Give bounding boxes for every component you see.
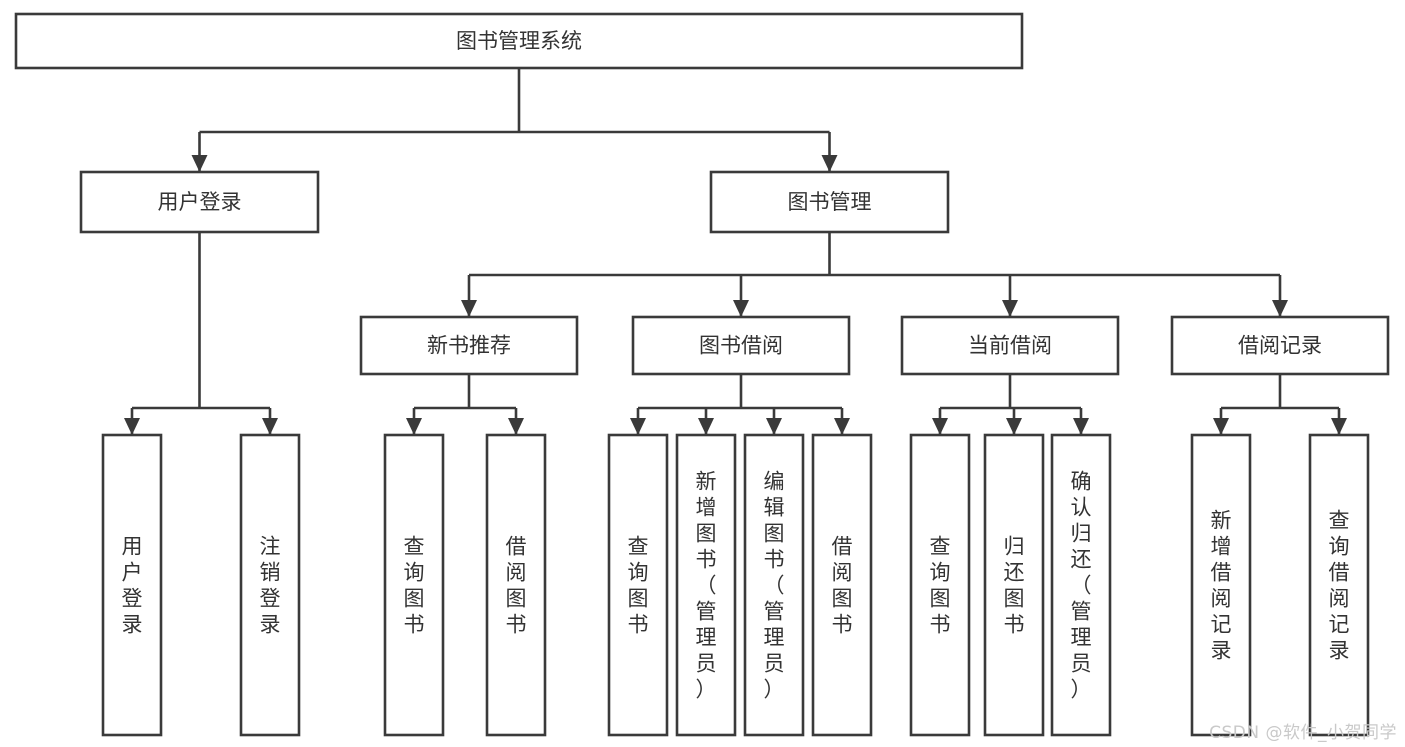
connector-group (124, 232, 278, 435)
level3-node-3-label: 借阅记录 (1238, 334, 1322, 358)
connector-arrow-icon (1073, 418, 1089, 435)
level3-node-2-box[interactable] (900, 315, 1120, 376)
leaf-node-4[interactable]: 查询图书 (607, 433, 669, 737)
leaf-node-5[interactable]: 新增图书（管理员） (675, 433, 737, 737)
leaf-node-11[interactable]: 新增借阅记录 (1190, 433, 1252, 737)
connector-arrow-icon (630, 418, 646, 435)
connector-arrow-icon (191, 155, 208, 172)
connector-group (461, 232, 1288, 317)
leaf-node-5-box[interactable] (675, 433, 737, 737)
level2-node-1-box[interactable] (709, 170, 950, 234)
level3-node-3-box[interactable] (1170, 315, 1390, 376)
connector-arrow-icon (262, 418, 278, 435)
leaf-node-9-label: 归还图书 (1004, 534, 1025, 636)
leaf-node-3-box[interactable] (485, 433, 547, 737)
connector-arrow-icon (733, 300, 749, 317)
root-node[interactable]: 图书管理系统 (14, 12, 1024, 70)
leaf-node-2-label: 查询图书 (404, 534, 425, 636)
connector-arrow-icon (461, 300, 477, 317)
level2-node-1[interactable]: 图书管理 (709, 170, 950, 234)
leaf-node-3-label: 借阅图书 (506, 534, 527, 636)
level3-node-1-label: 图书借阅 (699, 334, 783, 358)
connector-arrow-icon (698, 418, 714, 435)
leaf-node-7[interactable]: 借阅图书 (811, 433, 873, 737)
leaf-node-10[interactable]: 确认归还（管理员） (1050, 433, 1112, 737)
connector-arrow-icon (1213, 418, 1229, 435)
leaf-node-3[interactable]: 借阅图书 (485, 433, 547, 737)
leaf-node-0-box[interactable] (101, 433, 163, 737)
leaf-node-10-label: 确认归还（管理员） (1071, 469, 1092, 701)
connector-group (406, 374, 524, 435)
leaf-node-1-box[interactable] (239, 433, 301, 737)
level3-node-0-box[interactable] (359, 315, 579, 376)
leaf-node-12-label: 查询借阅记录 (1329, 508, 1350, 662)
connector-arrow-icon (834, 418, 850, 435)
level3-node-3[interactable]: 借阅记录 (1170, 315, 1390, 376)
connector-group (932, 374, 1089, 435)
leaf-node-7-label: 借阅图书 (832, 534, 853, 636)
leaf-node-2-box[interactable] (383, 433, 445, 737)
connector-arrow-icon (821, 155, 838, 172)
leaf-node-8-label: 查询图书 (930, 534, 951, 636)
leaf-node-7-box[interactable] (811, 433, 873, 737)
leaf-node-6[interactable]: 编辑图书（管理员） (743, 433, 805, 737)
root-node-label: 图书管理系统 (456, 29, 582, 53)
connector-arrow-icon (932, 418, 948, 435)
connector-arrow-icon (508, 418, 524, 435)
watermark-label: CSDN @软件_小贺同学 (1209, 723, 1397, 743)
level2-node-1-label: 图书管理 (788, 190, 872, 214)
connector-arrow-icon (1331, 418, 1347, 435)
leaf-node-12-box[interactable] (1308, 433, 1370, 737)
connector-arrow-icon (124, 418, 140, 435)
leaf-node-5-label: 新增图书（管理员） (696, 469, 717, 701)
level3-node-0[interactable]: 新书推荐 (359, 315, 579, 376)
level2-node-0[interactable]: 用户登录 (79, 170, 320, 234)
leaf-node-12[interactable]: 查询借阅记录 (1308, 433, 1370, 737)
connector-arrow-icon (1272, 300, 1288, 317)
connector-arrow-icon (1002, 300, 1018, 317)
leaf-node-11-label: 新增借阅记录 (1211, 508, 1232, 662)
leaf-node-8-box[interactable] (909, 433, 971, 737)
level3-node-1-box[interactable] (631, 315, 851, 376)
leaf-node-9[interactable]: 归还图书 (983, 433, 1045, 737)
leaf-node-8[interactable]: 查询图书 (909, 433, 971, 737)
leaf-node-2[interactable]: 查询图书 (383, 433, 445, 737)
leaf-node-6-box[interactable] (743, 433, 805, 737)
level2-node-0-label: 用户登录 (158, 190, 242, 214)
leaf-node-1-label: 注销登录 (260, 534, 281, 636)
leaf-node-10-box[interactable] (1050, 433, 1112, 737)
connector-arrow-icon (766, 418, 782, 435)
level3-node-1[interactable]: 图书借阅 (631, 315, 851, 376)
level3-node-0-label: 新书推荐 (427, 334, 511, 358)
leaf-node-4-box[interactable] (607, 433, 669, 737)
root-node-box[interactable] (14, 12, 1024, 70)
leaf-node-0[interactable]: 用户登录 (101, 433, 163, 737)
connector-arrow-icon (1006, 418, 1022, 435)
leaf-node-11-box[interactable] (1190, 433, 1252, 737)
leaf-node-9-box[interactable] (983, 433, 1045, 737)
leaf-node-1[interactable]: 注销登录 (239, 433, 301, 737)
connector-group (630, 374, 850, 435)
connector-arrow-icon (406, 418, 422, 435)
level3-node-2-label: 当前借阅 (968, 334, 1052, 358)
connector-group (1213, 374, 1347, 435)
leaf-node-6-label: 编辑图书（管理员） (764, 469, 785, 701)
leaf-node-4-label: 查询图书 (628, 534, 649, 636)
level2-node-0-box[interactable] (79, 170, 320, 234)
connector-group (191, 68, 838, 172)
leaf-node-0-label: 用户登录 (122, 534, 143, 636)
level3-node-2[interactable]: 当前借阅 (900, 315, 1120, 376)
